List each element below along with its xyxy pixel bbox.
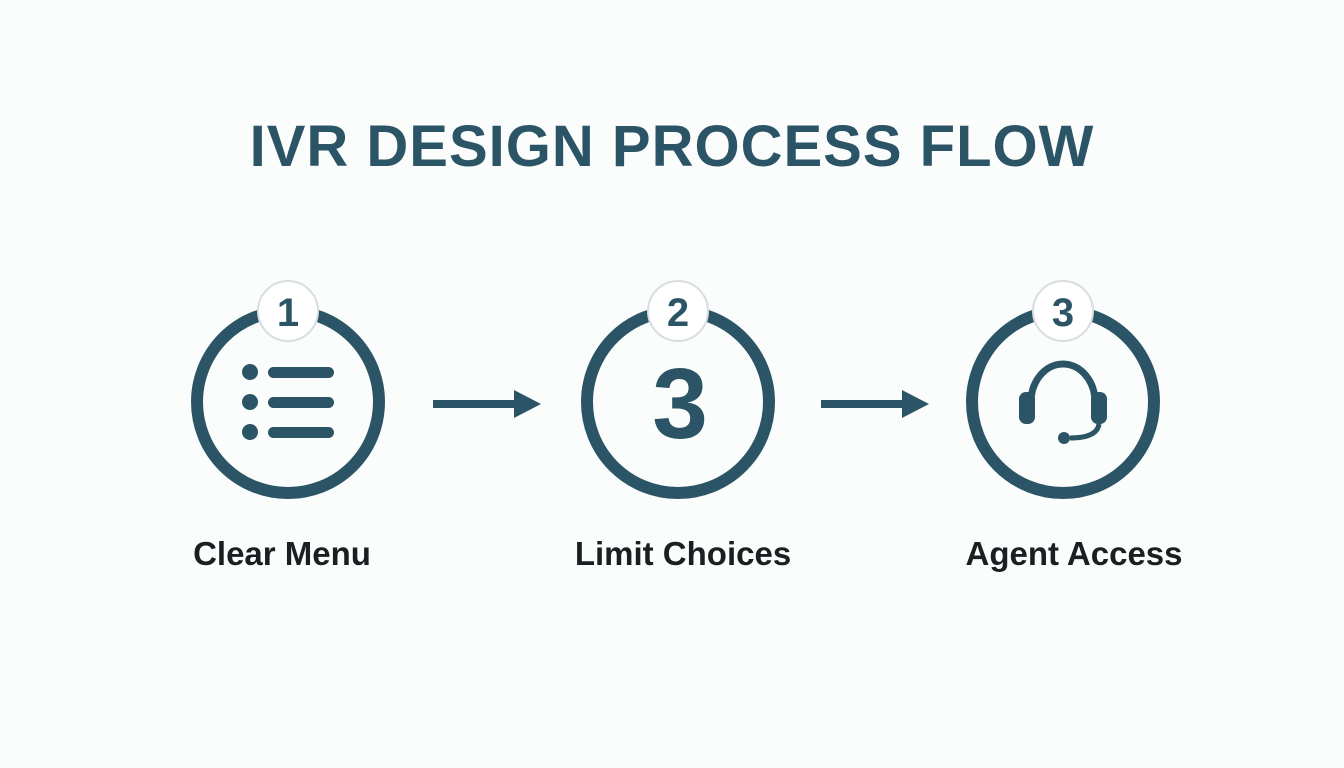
- step-1-label: Clear Menu: [193, 535, 371, 572]
- step-2-label: Limit Choices: [574, 535, 792, 572]
- headset-icon: [1019, 360, 1107, 444]
- step-2-number: 2: [667, 291, 689, 335]
- step-3-number: 3: [1052, 291, 1074, 335]
- diagram-title: IVR DESIGN PROCESS FLOW: [249, 114, 1095, 179]
- step-1-number: 1: [277, 291, 299, 335]
- step-1-node: 1: [191, 280, 385, 499]
- step-3-node: 3: [966, 280, 1160, 499]
- step-1-badge: 1: [257, 280, 319, 342]
- step-2-node: 3 2: [581, 280, 775, 499]
- arrow-right-icon: [433, 390, 541, 418]
- step-2-badge: 2: [647, 280, 709, 342]
- step-3-badge: 3: [1032, 280, 1094, 342]
- number-three-glyph: 3: [652, 348, 708, 460]
- step-3-label: Agent Access: [965, 535, 1183, 572]
- list-icon: [242, 364, 334, 440]
- arrow-right-icon: [821, 390, 929, 418]
